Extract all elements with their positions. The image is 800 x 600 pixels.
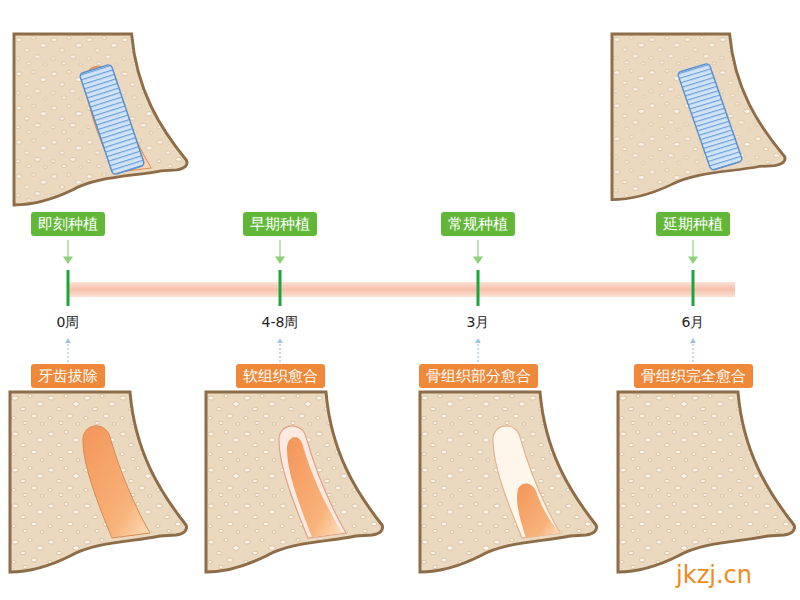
timing-box: 延期种植 [656,212,730,236]
pointer-head [475,338,481,343]
timeline-bar [68,282,735,297]
healing-box: 骨组织完全愈合 [634,364,753,388]
pointer-line [279,240,280,258]
implant-body [677,63,743,171]
implant [79,64,145,175]
tooth-socket [287,437,342,537]
jaw-panel [10,392,187,572]
box-text: 软组织愈合 [243,367,318,385]
pointer-line [692,342,693,362]
implant [677,63,743,171]
soft-tissue [279,426,346,538]
pointer-line [67,240,68,258]
timeline-tick [67,270,70,306]
timing-box: 常规种植 [441,212,515,236]
implant-body [79,64,145,175]
healing-box: 骨组织部分愈合 [419,364,538,388]
jaw-bone [420,392,597,572]
box-text: 延期种植 [663,215,723,233]
watermark: jkzj.cn [676,561,752,589]
tooth-socket [517,484,560,538]
jaw-bone [10,392,187,572]
jaw-panel [612,34,785,200]
healing-box: 软组织愈合 [236,364,325,388]
timeline-tick [279,270,282,306]
pointer-line [692,240,693,258]
time-label: 6月 [682,313,705,331]
jaw-bone [612,34,785,200]
healing-box: 牙齿拔除 [31,364,105,388]
box-text: 常规种植 [448,215,508,233]
timing-box: 早期种植 [243,212,317,236]
jaw-panel [420,392,597,572]
pointer-head [65,338,71,343]
jaw-bone [618,392,795,572]
jaw-bone [206,392,383,572]
box-text: 牙齿拔除 [38,367,98,385]
up-pointer-heads [65,338,696,343]
jaw-panel [206,392,383,572]
pointer-head [690,338,696,343]
box-text: 即刻种植 [38,215,98,233]
pointer-line [477,240,478,258]
timeline-ticks [68,270,693,306]
pointer-line [477,342,478,362]
timeline-tick [692,270,695,306]
jaw-panel [14,34,187,205]
new-bone [493,426,560,538]
pointer-line [67,342,68,362]
pointer-head [689,257,697,263]
time-label: 3月 [467,313,490,331]
pointer-head [64,257,72,263]
timeline-tick [477,270,480,306]
tooth-socket [83,426,150,538]
jaw-bone [14,34,187,205]
jaw-panel [618,392,795,572]
up-pointers [68,342,693,362]
box-text: 早期种植 [250,215,310,233]
box-text: 骨组织完全愈合 [641,367,746,385]
pointer-head [277,338,283,343]
pointer-head [276,257,284,263]
pointer-head [474,257,482,263]
time-label: 4-8周 [262,313,299,331]
time-label: 0周 [57,313,80,331]
timing-box: 即刻种植 [31,212,105,236]
down-pointers [64,240,697,263]
pointer-line [279,342,280,362]
box-text: 骨组织部分愈合 [426,367,531,385]
